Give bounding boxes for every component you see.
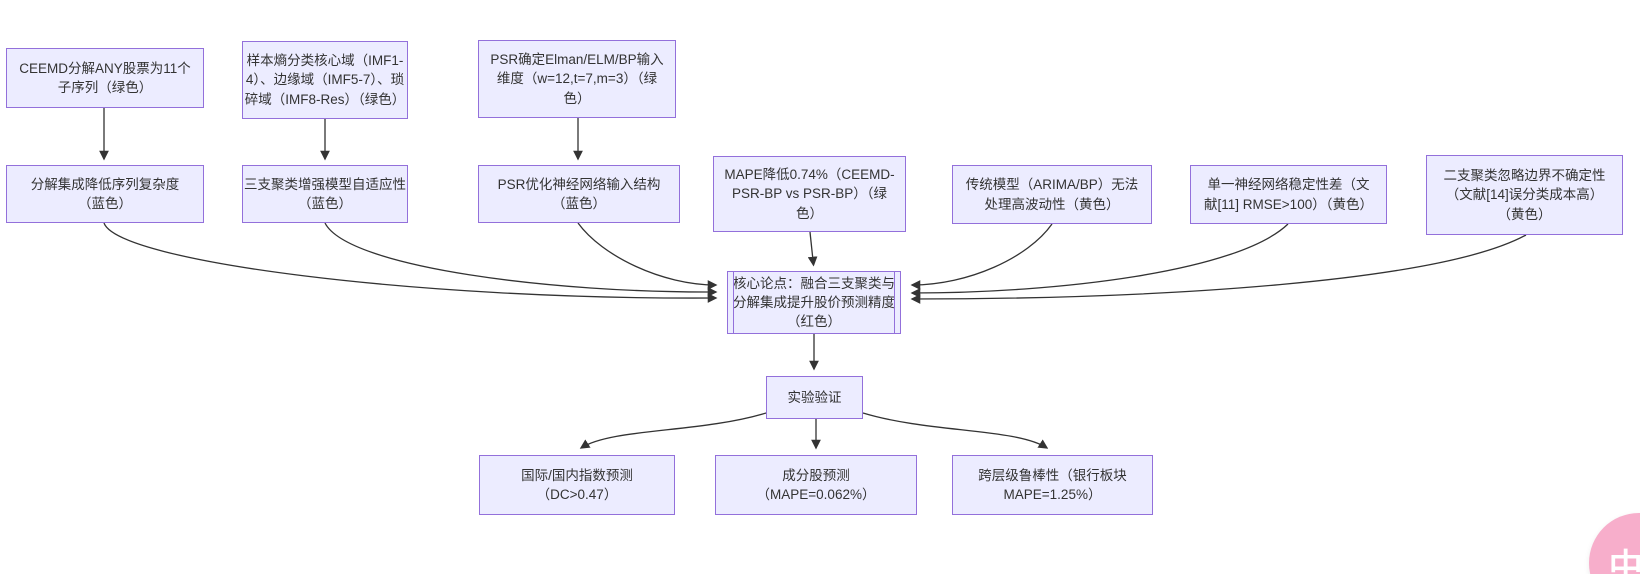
node-mape-reduction: MAPE降低0.74%（CEEMD- PSR-BP vs PSR-BP）（绿 色… bbox=[713, 156, 906, 232]
node-cross-level-robustness: 跨层级鲁棒性（银行板块 MAPE=1.25%） bbox=[952, 455, 1153, 515]
edge-b4-core bbox=[807, 231, 818, 267]
node-sample-entropy-domains: 样本熵分类核心域（IMF1- 4）、边缘域（IMF5-7）、琐 碎域（IMF8-… bbox=[242, 41, 408, 119]
node-decomposition-reduces-complexity: 分解集成降低序列复杂度 （蓝色） bbox=[6, 165, 204, 223]
node-traditional-model-limitation: 传统模型（ARIMA/BP）无法 处理高波动性（黄色） bbox=[952, 165, 1152, 224]
translate-button[interactable]: 中A bbox=[1589, 513, 1640, 574]
node-single-nn-instability: 单一神经网络稳定性差（文 献[11] RMSE>100）（黄色） bbox=[1190, 165, 1387, 224]
edge-b7-core bbox=[910, 234, 1527, 304]
edge-b6-core bbox=[910, 223, 1289, 298]
translate-button-label: 中A bbox=[1608, 547, 1640, 574]
node-core-thesis: 核心论点：融合三支聚类与 分解集成提升股价预测精度 （红色） bbox=[727, 271, 901, 334]
node-index-forecast: 国际/国内指数预测 （DC>0.47） bbox=[479, 455, 675, 515]
edge-b1-core bbox=[103, 222, 718, 303]
node-ceemd-decompose: CEEMD分解ANY股票为11个 子序列（绿色） bbox=[6, 48, 204, 108]
node-psr-optimizes-input-structure: PSR优化神经网络输入结构 （蓝色） bbox=[478, 165, 680, 223]
edge-exp-e1 bbox=[579, 412, 767, 449]
edge-exp-e3 bbox=[862, 412, 1049, 449]
edge-b5-core bbox=[910, 223, 1053, 290]
node-psr-input-dimension: PSR确定Elman/ELM/BP输入 维度（w=12,t=7,m=3）（绿 色… bbox=[478, 40, 676, 118]
node-three-way-clustering-adaptivity: 三支聚类增强模型自适应性 （蓝色） bbox=[242, 165, 408, 223]
node-experiment-validation: 实验验证 bbox=[766, 376, 863, 419]
node-two-way-clustering-limitation: 二支聚类忽略边界不确定性 （文献[14]误分类成本高） （黄色） bbox=[1426, 155, 1623, 235]
edge-b3-core bbox=[577, 222, 718, 290]
node-constituent-stock-forecast: 成分股预测 （MAPE=0.062%） bbox=[715, 455, 917, 515]
edge-b2-core bbox=[324, 222, 718, 297]
